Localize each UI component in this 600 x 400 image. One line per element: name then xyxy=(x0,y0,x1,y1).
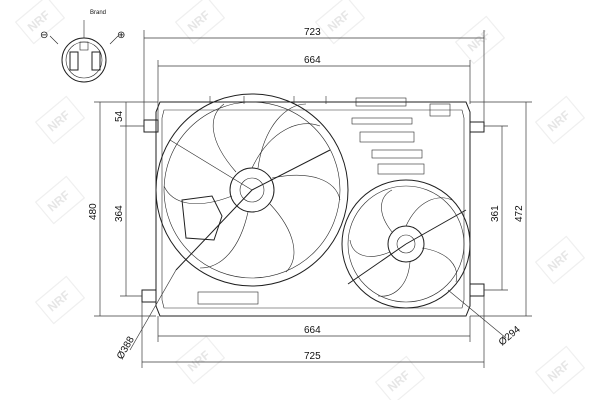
connector-minus-symbol: ⊖ xyxy=(40,30,48,41)
dimension-labels: 723 664 664 725 480 364 54 361 472 Ø388 … xyxy=(88,27,525,362)
fan-left-blades xyxy=(163,103,341,273)
dimension-lines xyxy=(94,30,532,368)
connector-body xyxy=(61,37,107,83)
dim-mount-height-left: 364 xyxy=(114,205,125,222)
dim-overall-height-left: 480 xyxy=(88,203,99,220)
fan-shroud xyxy=(141,96,485,317)
mount-tab-bottom-left xyxy=(141,289,157,303)
connector-pin-left xyxy=(69,51,79,71)
fan-left xyxy=(155,93,349,287)
dim-overall-height-right: 472 xyxy=(514,205,525,222)
mount-tab-bottom-right xyxy=(469,283,485,297)
fan-right xyxy=(341,179,471,309)
dim-right-fan-diameter: Ø294 xyxy=(497,324,523,348)
dim-inner-width-top: 664 xyxy=(304,55,321,66)
fan-left-outer-ring xyxy=(155,93,349,287)
dim-overall-width-top: 723 xyxy=(304,27,321,38)
mount-tab-top-right xyxy=(469,121,485,133)
fan-right-blades xyxy=(349,189,458,297)
dim-inner-width-bottom: 664 xyxy=(304,325,321,336)
dim-mount-height-right: 361 xyxy=(490,205,501,222)
dim-top-offset: 54 xyxy=(114,110,125,122)
dim-left-fan-diameter: Ø388 xyxy=(115,334,137,361)
dim-overall-width-bottom: 725 xyxy=(304,351,321,362)
connector-pin-right xyxy=(91,51,101,71)
fan-right-outer-ring xyxy=(341,179,471,309)
connector-detail: Brand ⊖ ⊕ xyxy=(40,10,125,83)
connector-label: Brand xyxy=(90,10,106,16)
connector-plus-symbol: ⊕ xyxy=(117,30,125,41)
